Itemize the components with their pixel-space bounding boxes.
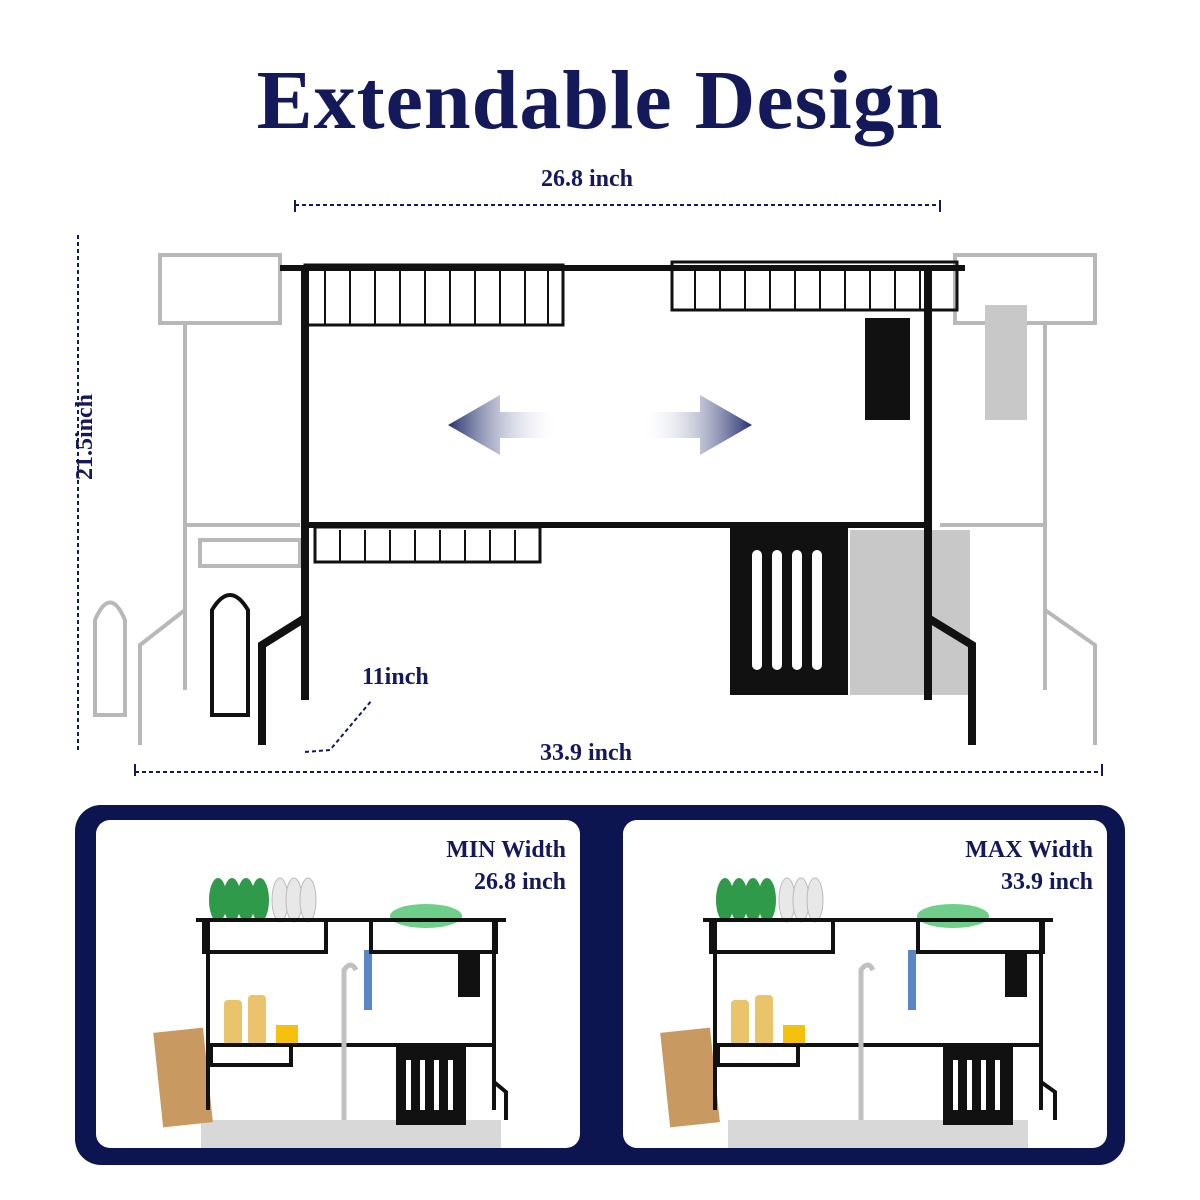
min-width-panel: MIN Width 26.8 inch xyxy=(96,820,580,1148)
left-arrow-icon xyxy=(448,395,560,455)
max-width-title: MAX Width xyxy=(965,837,1093,863)
min-width-value: 26.8 inch xyxy=(473,869,566,895)
bottom-width-label: 33.9 inch xyxy=(540,740,633,766)
height-label: 21.5inch xyxy=(72,393,98,480)
dimension-lines xyxy=(77,200,1103,776)
max-width-value: 33.9 inch xyxy=(1000,869,1093,895)
utensil-holder xyxy=(865,318,910,420)
max-width-rack-photo xyxy=(660,877,1057,1148)
top-width-label: 26.8 inch xyxy=(541,166,634,192)
rack-ghost-extended xyxy=(93,253,1097,745)
depth-label: 11inch xyxy=(362,664,429,690)
max-width-panel: MAX Width 33.9 inch xyxy=(623,820,1107,1148)
page-title: Extendable Design xyxy=(256,54,944,147)
min-width-title: MIN Width xyxy=(446,837,566,863)
min-width-rack-photo xyxy=(153,877,508,1148)
rack-dimension-diagram xyxy=(77,200,1103,776)
rack-black xyxy=(210,260,976,745)
cutting-board-holder xyxy=(730,525,848,695)
right-arrow-icon xyxy=(640,395,752,455)
